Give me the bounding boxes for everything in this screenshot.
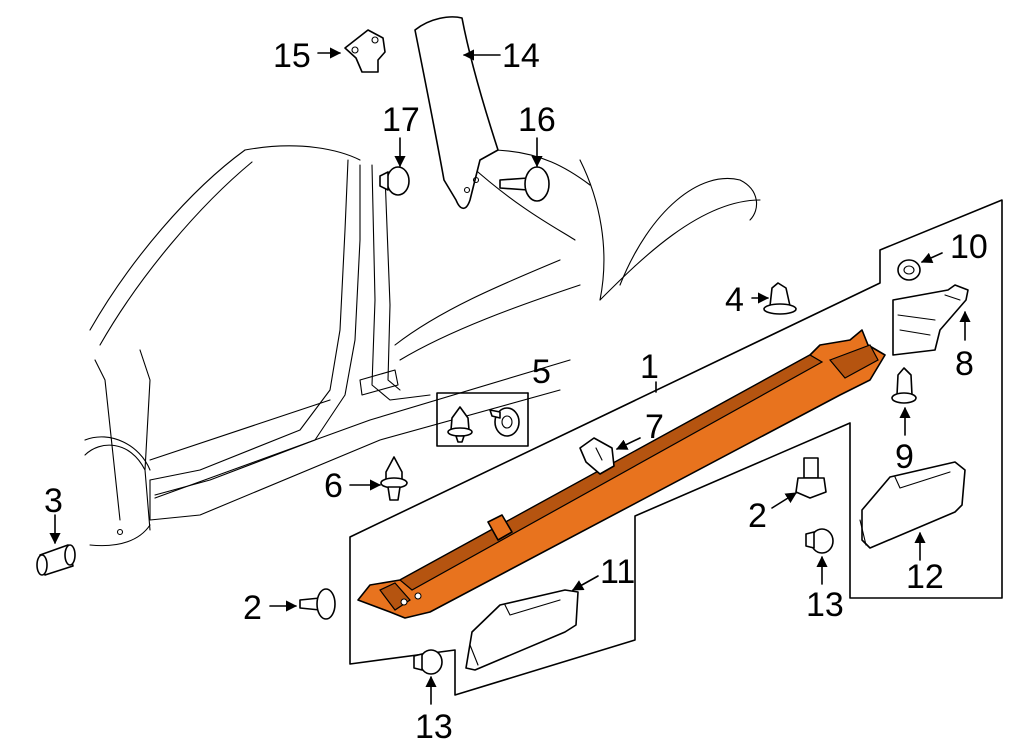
callout-labels: 1 2 2 3 4 5 6 7 8 9 10 11 12 13 13 14 15… bbox=[44, 37, 988, 746]
callout-14: 14 bbox=[502, 37, 540, 75]
bolt-2-right bbox=[795, 457, 827, 499]
clip-6 bbox=[380, 456, 408, 501]
callout-11: 11 bbox=[600, 553, 635, 591]
callout-13-left: 13 bbox=[415, 708, 453, 746]
trim-panel-14 bbox=[414, 16, 499, 210]
pin-16 bbox=[499, 166, 550, 202]
callout-1: 1 bbox=[640, 348, 659, 386]
leader-arrows bbox=[49, 47, 971, 705]
clip-7 bbox=[579, 437, 615, 475]
callout-5: 5 bbox=[532, 353, 551, 391]
callout-7: 7 bbox=[645, 408, 664, 446]
callout-3: 3 bbox=[44, 482, 63, 520]
cover-12 bbox=[859, 461, 966, 549]
pin-2-left bbox=[299, 588, 336, 620]
cover-11 bbox=[465, 589, 579, 671]
callout-4: 4 bbox=[725, 281, 744, 319]
callout-2-left: 2 bbox=[243, 589, 262, 627]
callout-15: 15 bbox=[273, 37, 311, 75]
callout-12: 12 bbox=[906, 558, 944, 596]
rocker-reinforcement bbox=[357, 329, 886, 619]
clip-13-right bbox=[805, 528, 834, 554]
callout-9: 9 bbox=[895, 438, 914, 476]
clip-13-left bbox=[413, 649, 443, 675]
callout-10: 10 bbox=[950, 228, 988, 266]
nut-10 bbox=[897, 259, 921, 281]
bracket-15 bbox=[344, 29, 386, 73]
callout-13-right: 13 bbox=[806, 586, 844, 624]
bracket-8 bbox=[892, 284, 969, 356]
callout-16: 16 bbox=[518, 101, 556, 139]
plug-3 bbox=[36, 544, 76, 576]
callout-17: 17 bbox=[382, 101, 420, 139]
clips-5 bbox=[447, 406, 520, 443]
callout-6: 6 bbox=[324, 467, 343, 505]
callout-8: 8 bbox=[955, 345, 974, 383]
clip-17 bbox=[379, 166, 410, 196]
group-outline-rocker bbox=[349, 199, 1003, 696]
clip-9 bbox=[891, 367, 917, 404]
clip-4 bbox=[763, 282, 797, 315]
callout-2-right: 2 bbox=[748, 497, 767, 535]
vehicle-body-outline bbox=[84, 145, 761, 547]
group-box-5 bbox=[436, 392, 529, 447]
